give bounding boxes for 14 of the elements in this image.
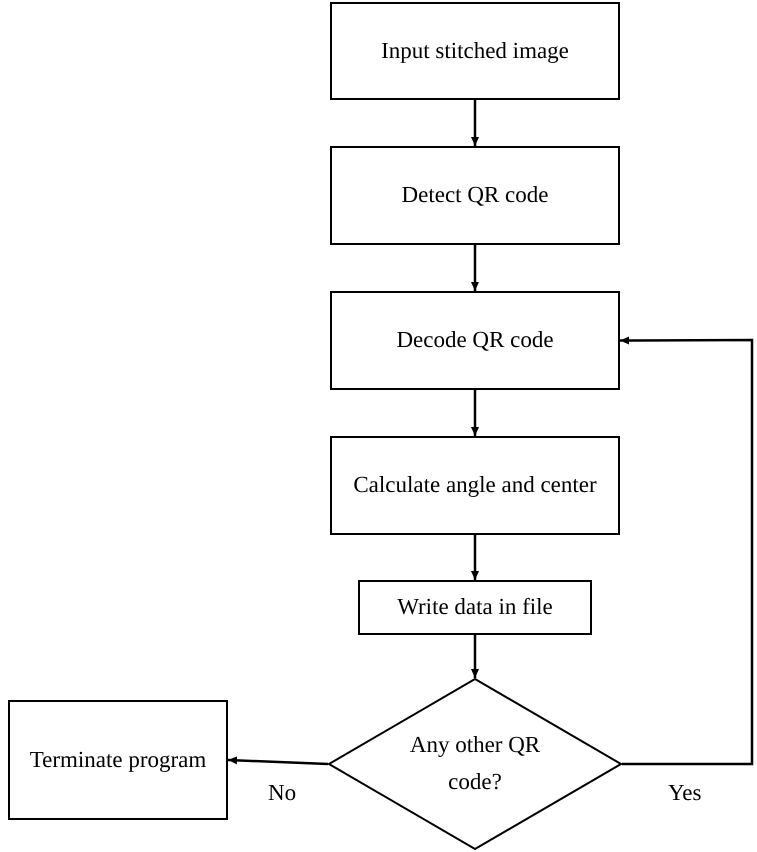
process-box: Detect QR code <box>330 146 620 245</box>
arrow <box>471 245 479 291</box>
arrow <box>620 336 754 766</box>
process-box: Terminate program <box>8 700 228 820</box>
process-box: Calculate angle and center <box>330 436 620 535</box>
arrow <box>471 535 479 580</box>
arrow <box>471 390 479 436</box>
process-box: Decode QR code <box>330 291 620 390</box>
arrow <box>228 756 328 766</box>
process-box: Input stitched image <box>330 2 620 100</box>
process-box: Write data in file <box>358 580 592 635</box>
decision-diamond: Any other QR code? <box>328 678 622 850</box>
arrow <box>471 635 479 678</box>
arrow <box>471 100 479 146</box>
